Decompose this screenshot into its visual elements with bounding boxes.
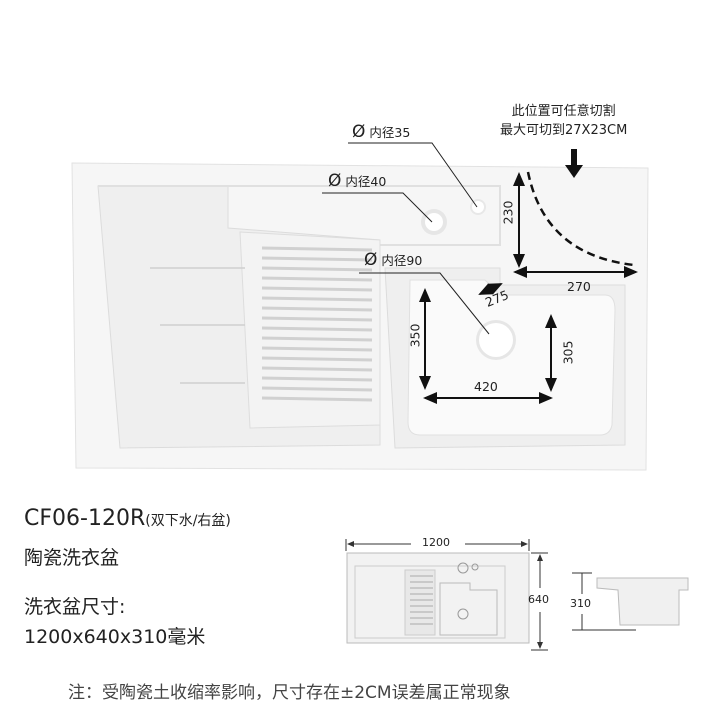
diameter-icon: Ø <box>352 122 366 142</box>
dim-305: 305 <box>560 340 576 365</box>
cut-area-note: 此位置可任意切割 最大可切到27X23CM <box>500 102 627 140</box>
small-top-view <box>346 552 689 644</box>
model-code: CF06-120R <box>24 506 146 531</box>
size-value: 1200x640x310毫米 <box>24 626 206 648</box>
dimension-lines <box>419 171 638 404</box>
cut-note-line1: 此位置可任意切割 <box>511 104 616 119</box>
model-number: CF06-120R(双下水/右盆) <box>24 506 231 531</box>
hole-35-label: Ø 内径35 <box>352 122 410 142</box>
dim-420: 420 <box>474 379 498 394</box>
small-dim-width: 1200 <box>422 536 450 549</box>
hole-40-label: Ø 内径40 <box>328 171 386 191</box>
cut-note-line2: 最大可切到27X23CM <box>500 123 628 138</box>
washboard-ribs <box>261 246 373 402</box>
hole-90-label: Ø 内径90 <box>364 250 422 270</box>
dim-270: 270 <box>567 279 591 294</box>
small-dim-height: 310 <box>570 597 591 610</box>
size-label: 洗衣盆尺寸: <box>24 596 126 618</box>
hole-35-text: 内径35 <box>369 125 411 140</box>
sink-photo <box>71 162 649 471</box>
hole-40-text: 内径40 <box>345 174 387 189</box>
hole-leaders <box>322 142 490 335</box>
hole-90-text: 内径90 <box>381 253 423 268</box>
cut-arrow-icon <box>565 149 583 178</box>
model-note: (双下水/右盆) <box>145 513 231 529</box>
small-dim-depth: 640 <box>528 593 549 606</box>
product-name: 陶瓷洗衣盆 <box>24 547 120 569</box>
small-dimension-lines <box>345 539 636 651</box>
diameter-icon: Ø <box>328 171 342 191</box>
tolerance-note: 注：受陶瓷土收缩率影响，尺寸存在±2CM误差属正常现象 <box>68 683 511 703</box>
dim-230: 230 <box>500 200 516 225</box>
diameter-icon: Ø <box>364 250 378 270</box>
dim-350: 350 <box>407 323 423 348</box>
